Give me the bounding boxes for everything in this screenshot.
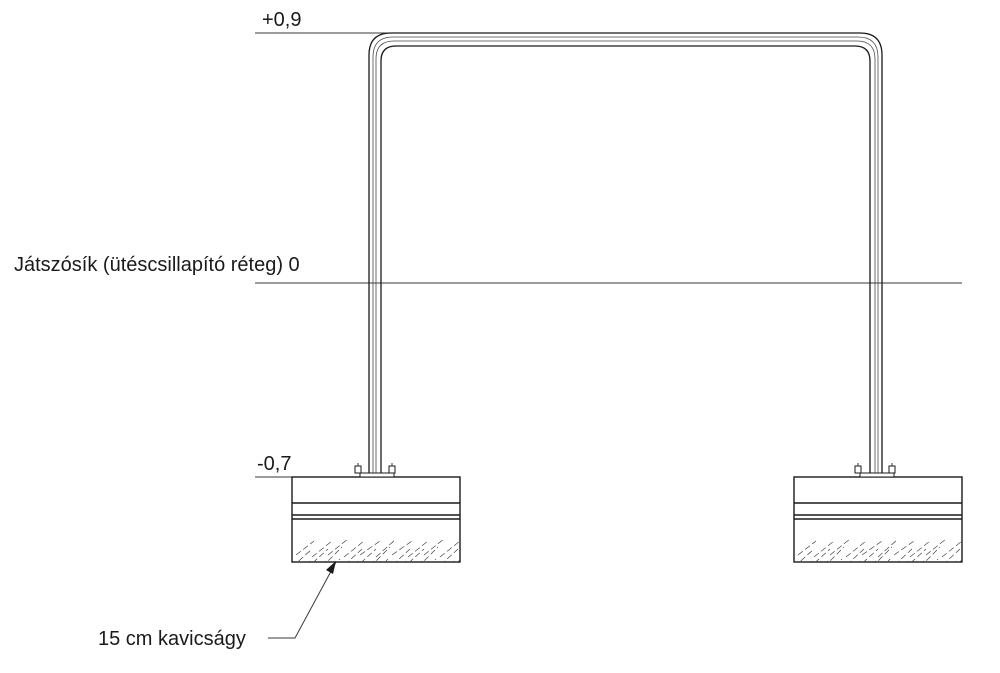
play-surface-label: Játszósík (ütéscsillapító réteg) 0 [14,254,300,276]
gravel-callout-leader [268,561,337,639]
bottom-level-label: -0,7 [257,453,291,475]
right-foundation [793,463,963,563]
top-level-label: +0,9 [262,9,301,31]
pipe-frame [368,32,883,477]
gravel-callout-label: 15 cm kavicságy [98,628,246,650]
left-foundation [291,463,461,563]
